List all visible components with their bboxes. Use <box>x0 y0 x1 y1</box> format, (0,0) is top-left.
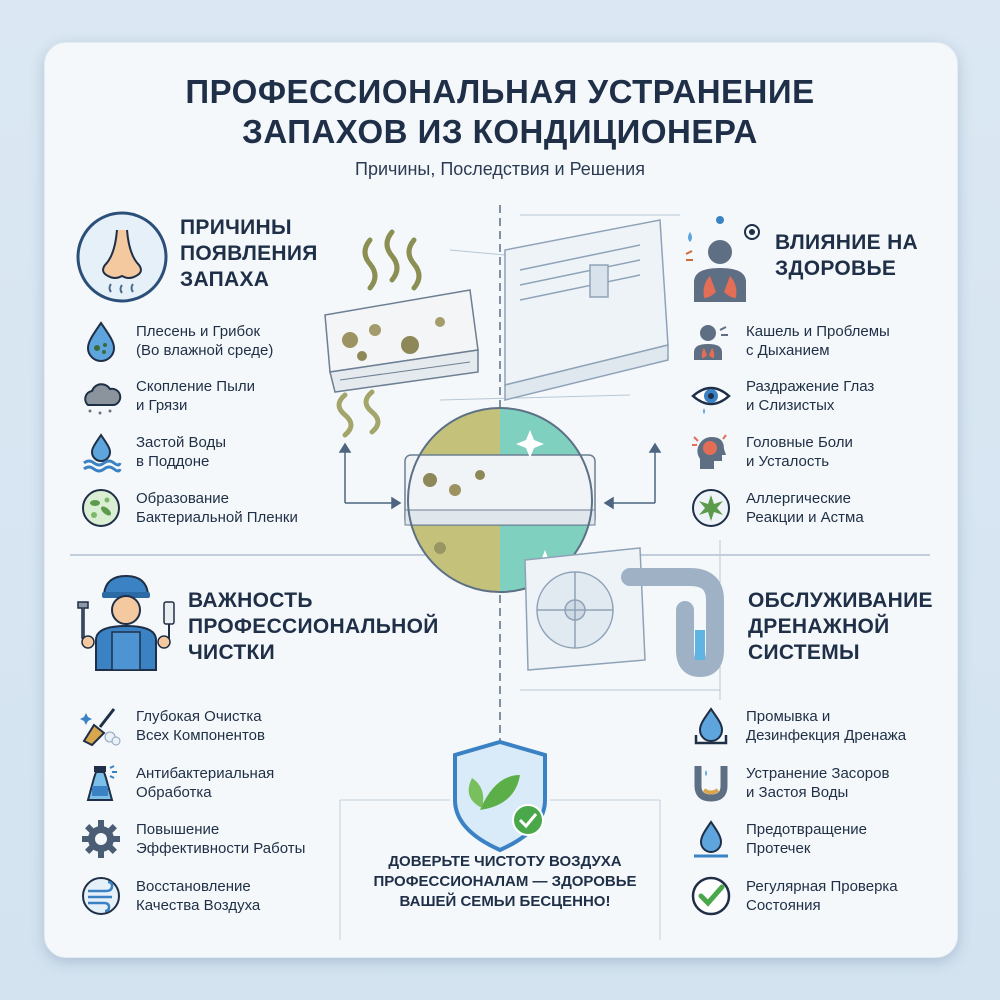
technician-icon <box>77 574 175 671</box>
mold-drop-icon <box>86 321 116 362</box>
causes-title: Причины появления запаха <box>180 216 318 291</box>
human-lungs-icon <box>685 216 760 302</box>
health-title: Влияние на здоровье <box>775 231 918 280</box>
cleaning-title: Важность профессиональной чистки <box>188 589 439 664</box>
brush-icon <box>80 708 121 747</box>
allergy-icon <box>692 489 730 527</box>
page-subtitle: Причины, Последствия и Решения <box>355 159 645 179</box>
page-title-line-2: ЗАПАХОВ ИЗ КОНДИЦИОНЕРА <box>242 113 758 150</box>
trust-message: Доверьте чистоту воздуха профессионалам … <box>373 853 637 910</box>
eye-icon <box>691 386 731 414</box>
nose-icon <box>76 211 168 303</box>
cough-icon <box>694 325 728 360</box>
check-icon <box>691 876 731 916</box>
water-drop-icon <box>83 433 122 473</box>
causes-item-mold: Плесень и Грибок(Во влажной среде) <box>80 320 273 362</box>
page-title-line-1: ПРОФЕССИОНАЛЬНАЯ УСТРАНЕНИЕ <box>185 73 815 110</box>
dust-cloud-icon <box>84 383 122 415</box>
air-flow-icon <box>82 877 120 915</box>
pipe-icon <box>694 766 728 802</box>
headache-icon <box>692 434 727 469</box>
gear-icon <box>82 820 120 858</box>
leak-drop-icon <box>694 820 728 858</box>
spray-icon <box>86 765 117 801</box>
drainage-title: Обслуживание дренажной системы <box>748 589 933 664</box>
bacteria-icon <box>82 489 120 527</box>
flush-drop-icon <box>694 707 728 745</box>
